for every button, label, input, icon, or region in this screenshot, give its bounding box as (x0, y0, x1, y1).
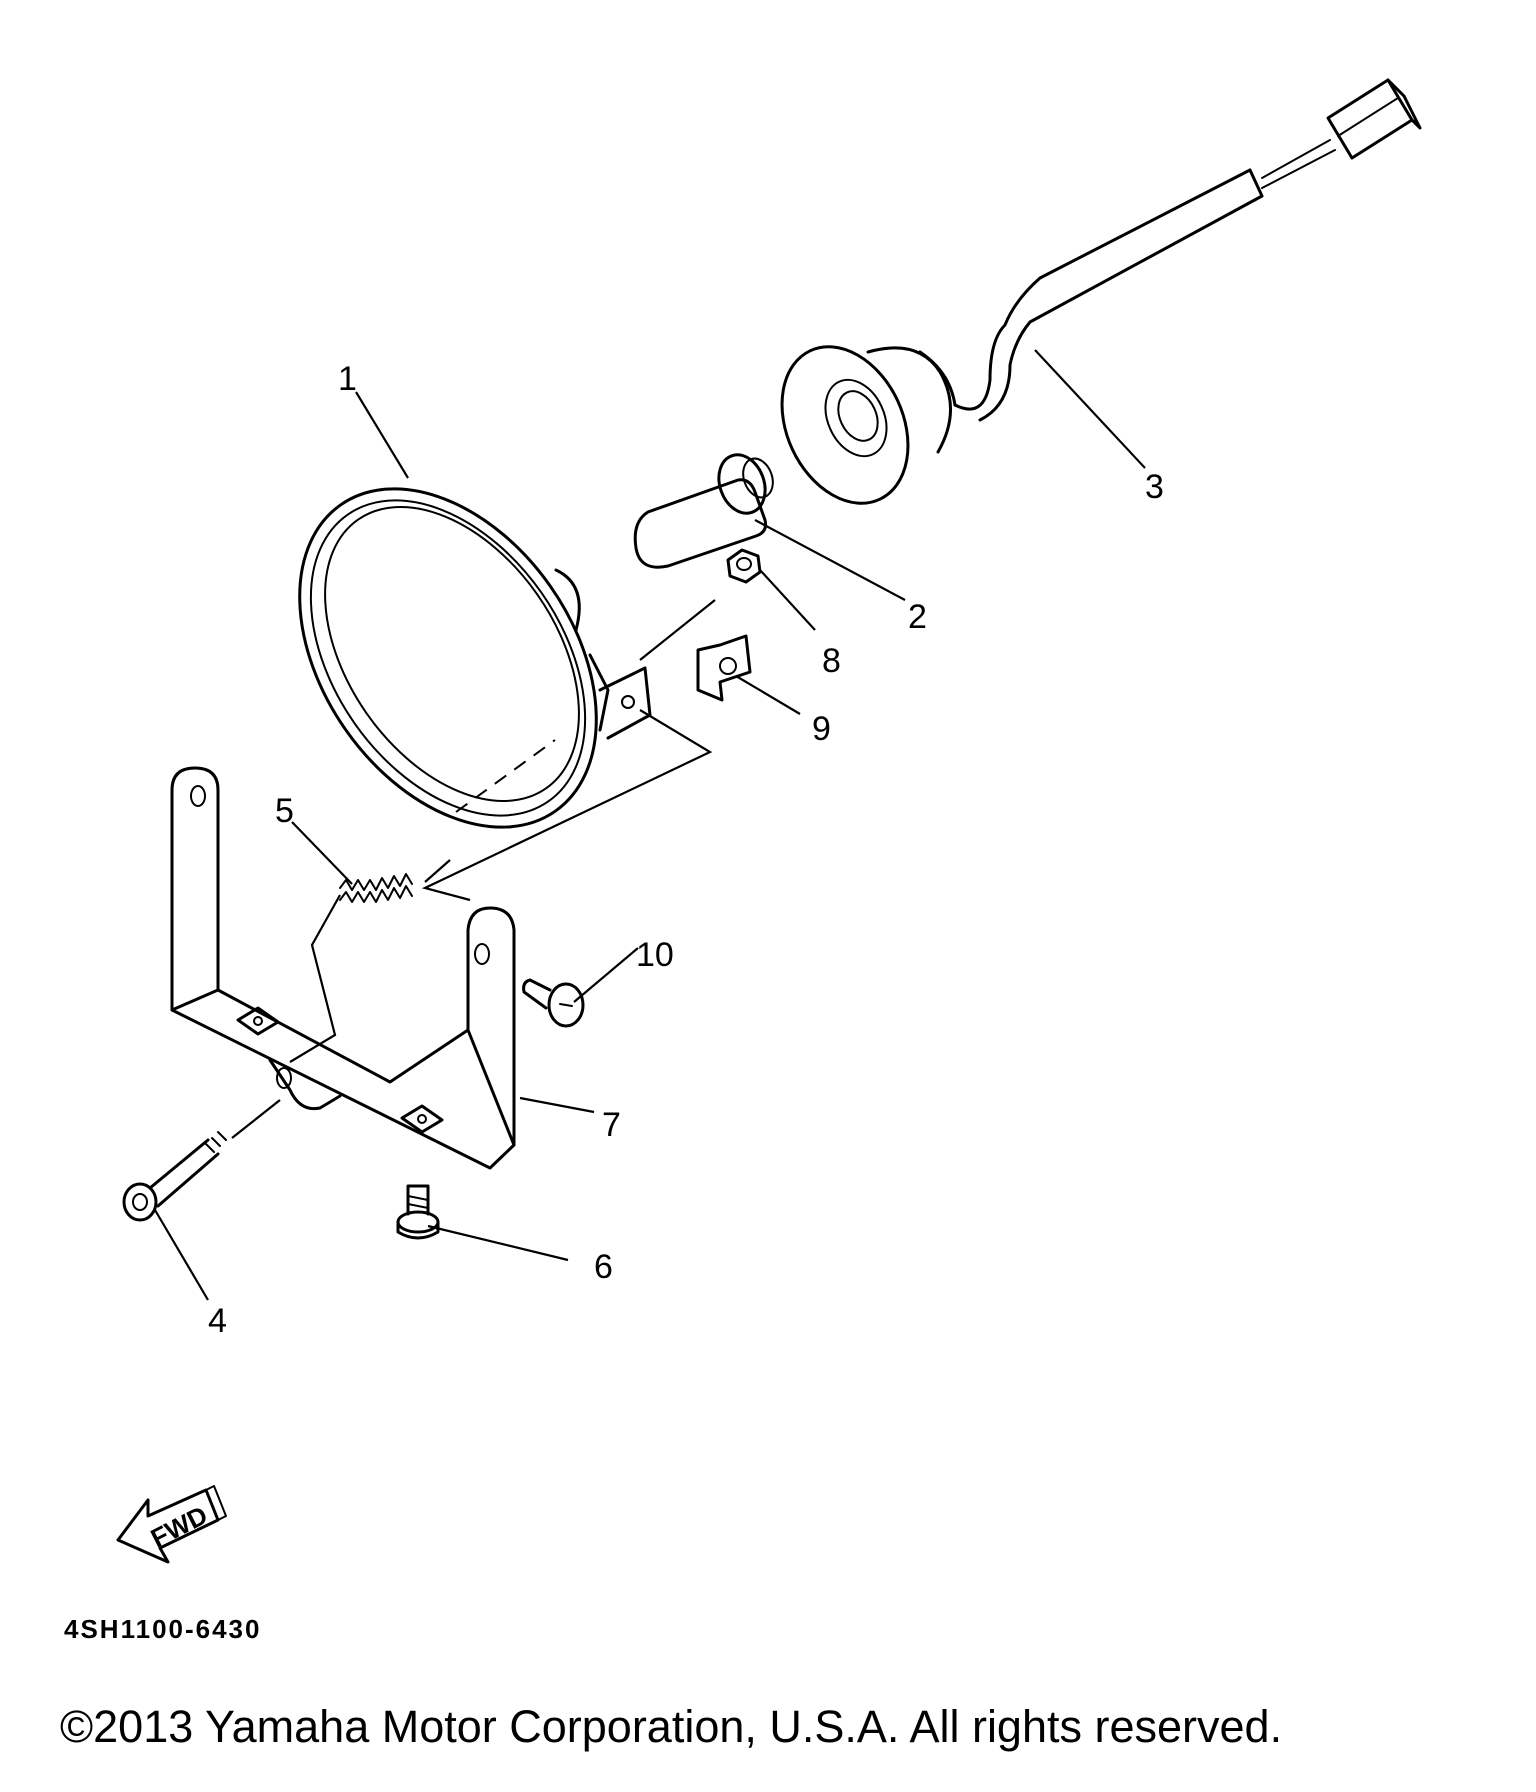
callout-4: 4 (208, 1302, 227, 1340)
bulb-socket-harness (780, 78, 1422, 505)
callout-3: 3 (1145, 468, 1164, 506)
callout-1: 1 (338, 360, 357, 398)
callout-9: 9 (812, 710, 831, 748)
callout-10: 10 (636, 936, 674, 974)
callout-2: 2 (908, 598, 927, 636)
long-bolt (122, 1131, 227, 1222)
drawing-code: 4SH1100-6430 (64, 1614, 261, 1644)
mounting-bracket (170, 766, 516, 1170)
headlight-unit (298, 487, 652, 829)
flange-bolt (396, 1184, 440, 1240)
callout-labels: 1 2 3 4 5 6 7 8 9 10 (208, 360, 1164, 1340)
screw (522, 978, 585, 1028)
bulb (633, 453, 774, 569)
nut (726, 548, 762, 584)
copyright-notice: ©2013 Yamaha Motor Corporation, U.S.A. A… (60, 1701, 1282, 1752)
assembly-lines (231, 599, 716, 1139)
clip-plate (696, 634, 752, 702)
callout-8: 8 (822, 642, 841, 680)
callout-6: 6 (594, 1248, 613, 1286)
callout-5: 5 (275, 792, 294, 830)
fwd-label: FWD (146, 1500, 212, 1554)
callout-leaders (154, 349, 1146, 1301)
callout-7: 7 (602, 1106, 621, 1144)
forward-direction-arrow: FWD (116, 1485, 227, 1564)
adjusting-spring (339, 873, 413, 903)
